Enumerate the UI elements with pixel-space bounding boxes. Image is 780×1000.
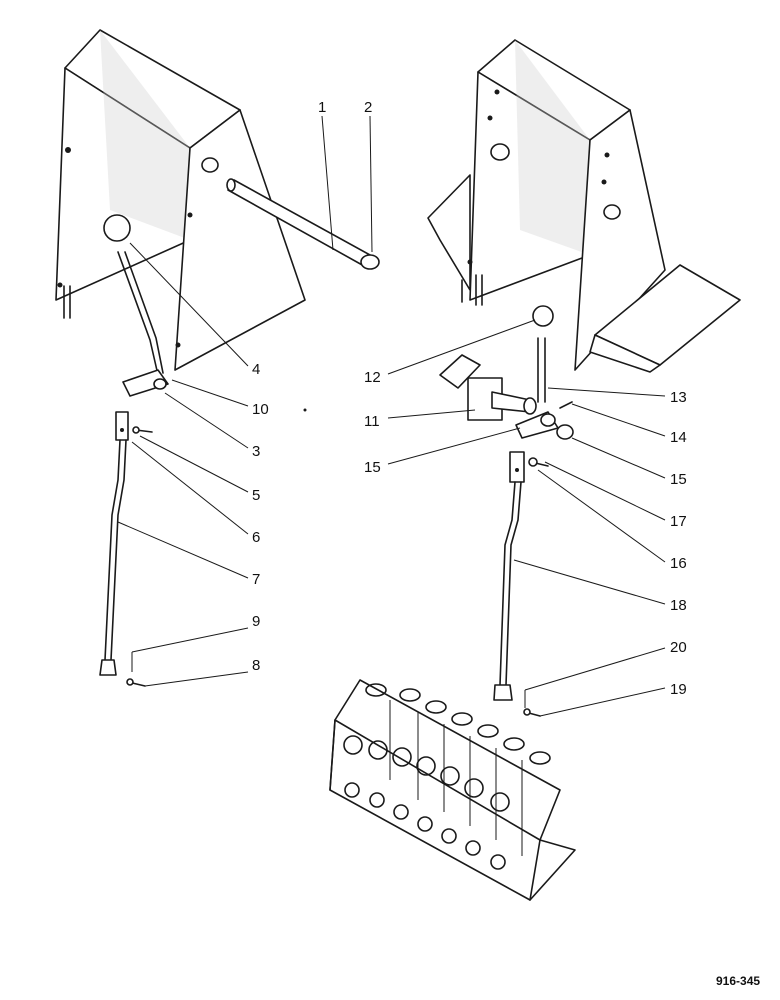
pivot-rod [226,178,380,270]
callout-2: 2 [364,99,372,116]
callout-14: 14 [670,429,687,446]
callout-11: 11 [364,413,380,430]
callout-3: 3 [252,443,260,460]
callout-1: 1 [318,99,326,116]
callout-17: 17 [670,513,687,530]
callout-16: 16 [670,555,687,572]
callout-12: 12 [364,369,381,386]
control-valve-block [329,679,576,901]
left-linkage-rod [99,411,153,687]
callout-9: 9 [252,613,260,630]
callout-18: 18 [670,597,687,614]
leader-lines [117,115,666,717]
callout-6: 6 [252,529,260,546]
callout-10: 10 [252,401,269,418]
callout-13: 13 [670,389,687,406]
callout-15-right: 15 [670,471,687,488]
right-pedal-lever [439,305,574,440]
valve-ports [343,683,551,870]
callout-labels: 1 2 4 10 3 5 6 7 9 8 12 11 15 13 14 15 1… [252,99,687,698]
left-pedal-lever [103,214,169,397]
left-pedal-bracket [55,29,306,371]
callout-5: 5 [252,487,260,504]
drawing-number: 916-345 [716,974,760,988]
callout-20: 20 [670,639,687,656]
right-linkage-rod [493,451,549,717]
stray-mark [303,408,307,412]
right-pedal-bracket [427,39,741,373]
callout-15-left: 15 [364,459,381,476]
callout-8: 8 [252,657,260,674]
callout-4: 4 [252,361,260,378]
callout-19: 19 [670,681,687,698]
callout-7: 7 [252,571,260,588]
